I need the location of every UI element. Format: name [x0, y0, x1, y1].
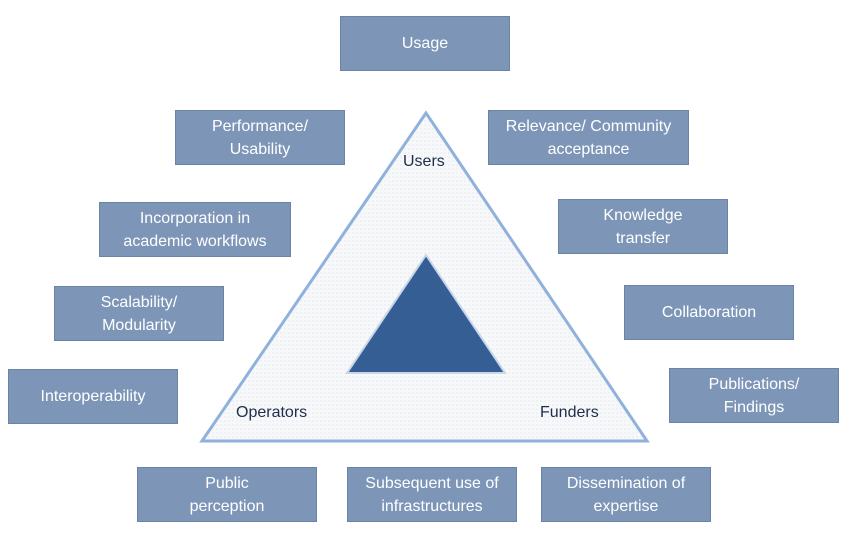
box-performance-usability: Performance/Usability	[175, 110, 345, 165]
box-usage: Usage	[340, 16, 510, 71]
box-collaboration: Collaboration	[624, 285, 794, 340]
inner-triangle	[345, 253, 507, 374]
label-funders: Funders	[540, 404, 599, 421]
label-operators: Operators	[236, 404, 308, 421]
box-publications: Publications/Findings	[669, 368, 839, 423]
box-interoperability: Interoperability	[8, 369, 178, 424]
box-scalability: Scalability/Modularity	[54, 286, 224, 341]
label-users: Users	[403, 153, 445, 170]
